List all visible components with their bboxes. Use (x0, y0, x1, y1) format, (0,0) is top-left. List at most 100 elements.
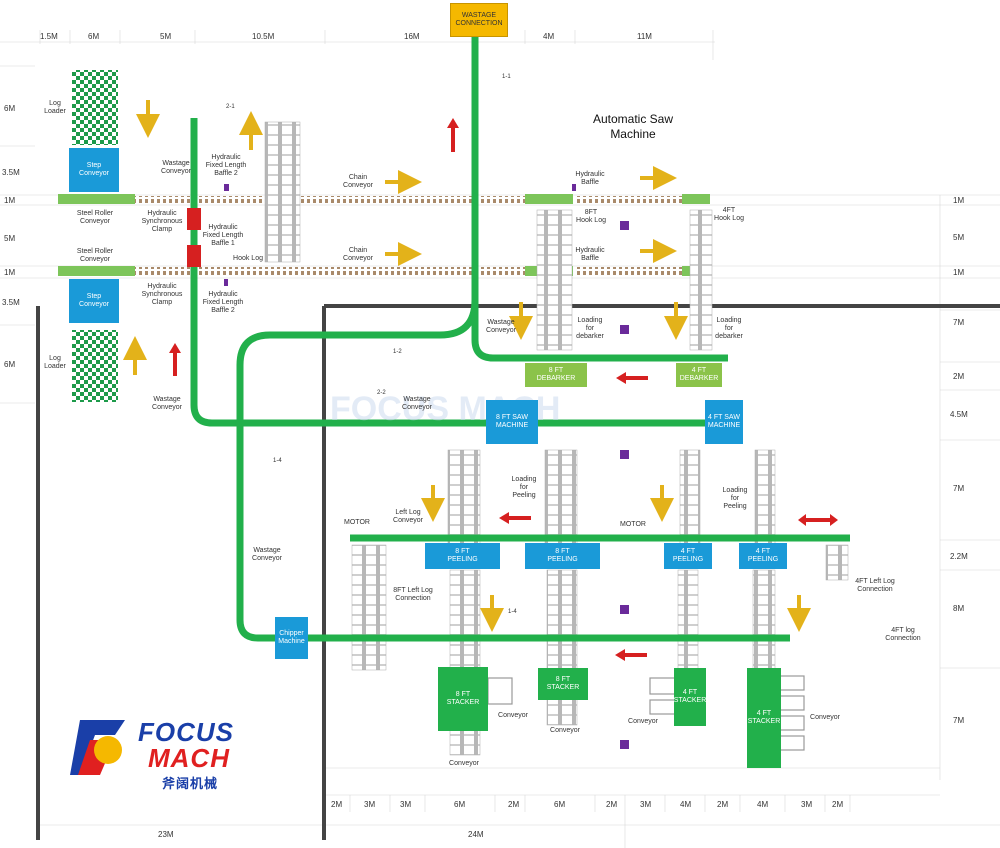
left-log-conveyor: Left Log Conveyor (393, 509, 423, 524)
wastage-conveyor-1: Wastage Conveyor (161, 160, 191, 175)
tag-1-4-a: 1-4 (273, 458, 282, 464)
dim-bottom-13: 2M (832, 800, 844, 809)
diagram-title: Automatic Saw Machine (592, 112, 674, 141)
tag-1-1: 1-1 (502, 74, 511, 80)
conveyor-label-5: Conveyor (449, 760, 479, 767)
hyd-clamp-bottom: Hydraulic Synchronous Clamp (141, 283, 183, 306)
dim-bottom-3: 3M (400, 800, 412, 809)
rail-bottom (135, 267, 525, 275)
marker-8 (224, 279, 228, 286)
dim-right-7: 7M (953, 484, 965, 493)
loading-peeling-b: Loading for Peeling (722, 487, 748, 510)
dim-bottom-10: 2M (717, 800, 729, 809)
dim-bottom-2: 3M (364, 800, 376, 809)
dim-right-4: 7M (953, 318, 965, 327)
dim-bottom-8: 3M (640, 800, 652, 809)
tag-2-1: 2-1 (226, 104, 235, 110)
dim-right-10: 7M (953, 716, 965, 725)
hook-log-ladder-4ft (689, 209, 713, 351)
marker-3 (620, 221, 629, 230)
hook-log-ladder-left (264, 121, 301, 263)
stacker-side-conveyor-3 (649, 699, 677, 715)
logo-word-mach: MACH (148, 743, 230, 773)
peeling-8ft-b: 8 FT PEELING (525, 543, 600, 569)
red-arrow-left-debarker (616, 372, 648, 384)
logo-word-focus: FOCUS (138, 717, 234, 747)
peeling-ladder-1 (447, 449, 481, 546)
dim-right-8: 2.2M (950, 552, 968, 561)
steel-roller-top: Steel Roller Conveyor (76, 210, 114, 225)
peeling-ladder-3 (679, 449, 701, 546)
hook-log-label: Hook Log (233, 255, 263, 262)
roller-strip-top (58, 194, 135, 204)
loading-debarker-a: Loading for debarker (576, 317, 604, 340)
left-log-connection-8ft: 8FT Left Log Connection (393, 587, 433, 602)
dim-top-3: 5M (160, 32, 172, 41)
dim-top-5: 16M (404, 32, 420, 41)
peeling-ladder-4 (754, 449, 776, 546)
stacker-side-conveyor-7 (779, 735, 805, 751)
left-log-connection-4ft: 4FT Left Log Connection (855, 578, 895, 593)
marker-5 (620, 450, 629, 459)
tag-1-4-b: 1-4 (508, 609, 517, 615)
dim-left-4: 5M (4, 234, 16, 243)
hyd-baffle-right-bottom: Hydraulic Baffle (575, 247, 605, 262)
stacker-ladder-4 (752, 569, 776, 671)
marker-2 (572, 184, 576, 191)
chipper-machine: Chipper Machine (275, 617, 308, 659)
rail-top (135, 196, 525, 204)
saw-machine-8ft: 8 FT SAW MACHINE (486, 400, 538, 444)
hyd-baffle-2-top: Hydraulic Fixed Length Baffle 2 (205, 154, 247, 177)
dim-bottom-6: 6M (554, 800, 566, 809)
dim-left-3: 1M (4, 196, 16, 205)
dim-right-3: 1M (953, 268, 965, 277)
hyd-baffle-2-bottom: Hydraulic Fixed Length Baffle 2 (202, 291, 244, 314)
dim-right-6: 4.5M (950, 410, 968, 419)
rail-top-right (575, 196, 685, 204)
hook-log-4ft: 4FT Hook Log (714, 207, 744, 222)
log-loader-top-shape (72, 70, 118, 145)
dim-right-2: 5M (953, 233, 965, 242)
tag-1-2: 1-2 (393, 349, 402, 355)
dim-bottom-5: 2M (508, 800, 520, 809)
dim-right-1: 1M (953, 196, 965, 205)
dim-bottom-7: 2M (606, 800, 618, 809)
wastage-conveyor-5: Wastage Conveyor (252, 547, 282, 562)
conveyor-label-1: Conveyor (498, 712, 528, 719)
hydraulic-clamp-top (187, 208, 201, 230)
motor-left: MOTOR (344, 519, 370, 526)
step-conveyor-top: Step Conveyor (69, 148, 119, 192)
marker-7 (620, 740, 629, 749)
stacker-ladder-3 (677, 569, 699, 671)
debarker-8ft: 8 FT DEBARKER (525, 363, 587, 387)
dim-top-4: 10.5M (252, 32, 275, 41)
wastage-line-vertical (190, 118, 730, 427)
building-walls (36, 304, 1000, 840)
hyd-baffle-right-top: Hydraulic Baffle (575, 171, 605, 186)
log-connection-4ft: 4FT log Connection (885, 627, 921, 642)
tag-2-2: 2-2 (377, 390, 386, 396)
dim-bottom-9: 4M (680, 800, 692, 809)
saw-machine-4ft: 4 FT SAW MACHINE (705, 400, 743, 444)
dim-left-5: 1M (4, 268, 16, 277)
stacker-8ft-a: 8 FT STACKER (438, 667, 488, 731)
steel-roller-bottom: Steel Roller Conveyor (76, 248, 114, 263)
chain-conveyor-bottom: Chain Conveyor (343, 247, 373, 262)
chain-conveyor-top: Chain Conveyor (343, 174, 373, 189)
marker-6 (620, 605, 629, 614)
dim-bottom-1: 2M (331, 800, 343, 809)
wastage-connection-box: WASTAGE CONNECTION (450, 3, 508, 37)
hyd-baffle-1: Hydraulic Fixed Length Baffle 1 (202, 224, 244, 247)
logo-word-cn: 斧阔机械 (162, 776, 219, 791)
focus-mach-logo: FOCUS MACH 斧阔机械 (70, 715, 260, 795)
left-log-ladder-4ft (825, 544, 849, 581)
stacker-side-conveyor-4 (779, 675, 805, 691)
peeling-4ft-a: 4 FT PEELING (664, 543, 712, 569)
roller-strip-top-4ft (682, 194, 710, 204)
marker-1 (224, 184, 229, 191)
stacker-4ft-b: 4 FT STACKER (747, 668, 781, 768)
wastage-conveyor-2: Wastage Conveyor (152, 396, 182, 411)
stacker-side-conveyor-6 (779, 715, 805, 731)
stacker-side-conveyor-1 (487, 677, 513, 705)
red-arrow-up-bottom (169, 343, 181, 376)
